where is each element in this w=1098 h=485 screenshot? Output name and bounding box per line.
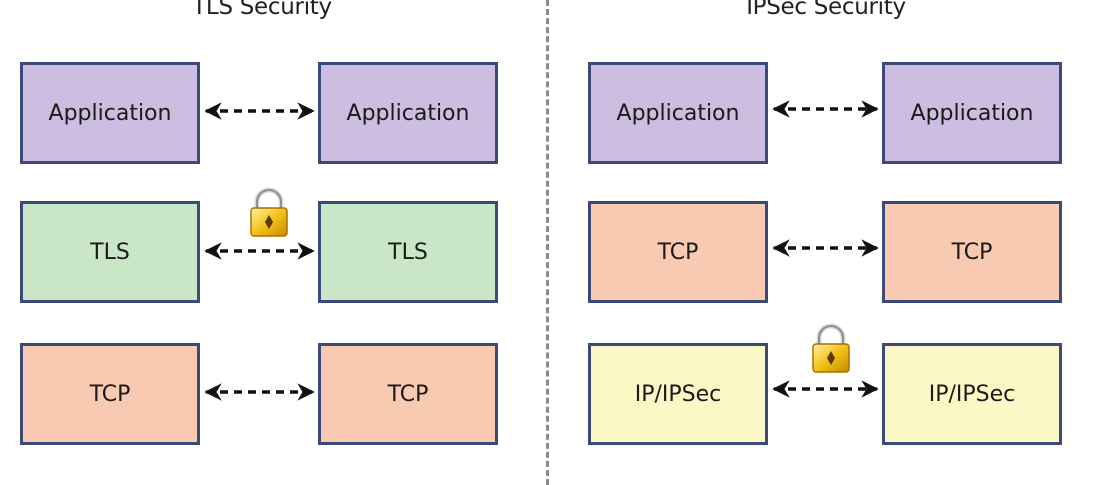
layer-label: TLS [388, 239, 428, 265]
tls-right-tcp-box: TCP [318, 343, 498, 445]
layer-label: TCP [951, 239, 993, 265]
tls-left-application-box: Application [20, 62, 200, 164]
ipsec-left-tcp-box: TCP [588, 201, 768, 303]
ipsec-right-tcp-box: TCP [882, 201, 1062, 303]
ipsec-left-ip-box: IP/IPSec [588, 343, 768, 445]
panel-divider [546, 0, 549, 485]
layer-label: TLS [90, 239, 130, 265]
tls-right-tls-box: TLS [318, 201, 498, 303]
ipsec-panel-title: IPSec Security [746, 0, 906, 20]
lock-icon [812, 323, 850, 373]
layer-label: IP/IPSec [634, 381, 722, 407]
lock-icon [250, 187, 288, 237]
layer-label: TCP [657, 239, 699, 265]
layer-label: Application [48, 100, 172, 126]
tls-panel-title: TLS Security [192, 0, 332, 20]
layer-label: Application [910, 100, 1034, 126]
tls-left-tls-box: TLS [20, 201, 200, 303]
tls-left-tcp-box: TCP [20, 343, 200, 445]
tls-right-application-box: Application [318, 62, 498, 164]
ipsec-left-application-box: Application [588, 62, 768, 164]
layer-label: TCP [89, 381, 131, 407]
layer-label: TCP [387, 381, 429, 407]
layer-label: IP/IPSec [928, 381, 1016, 407]
ipsec-right-application-box: Application [882, 62, 1062, 164]
layer-label: Application [346, 100, 470, 126]
layer-label: Application [616, 100, 740, 126]
ipsec-right-ip-box: IP/IPSec [882, 343, 1062, 445]
